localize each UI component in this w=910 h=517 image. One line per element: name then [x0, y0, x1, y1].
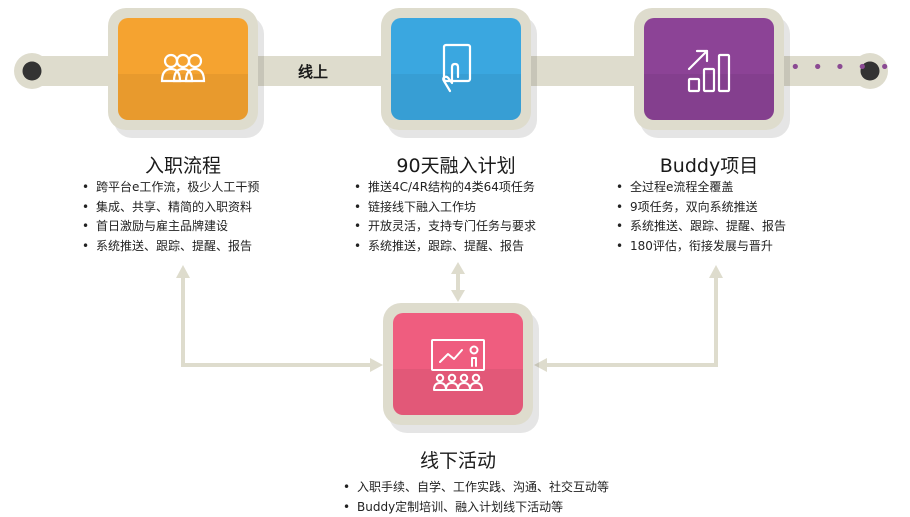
buddy-tile	[644, 18, 774, 120]
arrow-down-offline	[451, 290, 465, 302]
list-item: 系统推送，跟踪、提醒、报告	[352, 237, 536, 257]
offline-bullets: 入职手续、自学、工作实践、沟通、社交互动等 Buddy定制培训、融入计划线下活动…	[341, 478, 609, 517]
list-item: 推送4C/4R结构的4类64项任务	[352, 178, 536, 198]
integration-bullets: 推送4C/4R结构的4类64项任务 链接线下融入工作坊 开放灵活，支持专门任务与…	[352, 178, 536, 256]
track-start-dot	[23, 62, 42, 81]
list-item: Buddy定制培训、融入计划线下活动等	[341, 498, 609, 517]
online-track-label: 线上	[298, 61, 328, 82]
onboarding-tile	[118, 18, 248, 120]
offline-node	[383, 303, 533, 425]
onboarding-title: 入职流程	[108, 151, 258, 178]
onboarding-node	[108, 8, 258, 130]
list-item: 系统推送、跟踪、提醒、报告	[80, 237, 259, 257]
list-item: 9项任务，双向系统推送	[614, 198, 786, 218]
classroom-icon	[428, 334, 488, 394]
connector-onboarding-offline	[183, 276, 372, 365]
arrow-up-integration	[451, 262, 465, 274]
arrow-right-offline	[370, 358, 383, 372]
connector-buddy-offline	[545, 276, 716, 365]
integration-tile	[391, 18, 521, 120]
list-item: 全过程e流程全覆盖	[614, 178, 786, 198]
continuation-dots: • • • • •	[790, 57, 893, 78]
buddy-title: Buddy项目	[634, 151, 784, 178]
arrow-up-buddy	[709, 265, 723, 278]
list-item: 入职手续、自学、工作实践、沟通、社交互动等	[341, 478, 609, 498]
growth-chart-icon	[679, 39, 739, 99]
integration-node	[381, 8, 531, 130]
list-item: 链接线下融入工作坊	[352, 198, 536, 218]
integration-title: 90天融入计划	[381, 151, 531, 178]
arrow-up-onboarding	[176, 265, 190, 278]
buddy-bullets: 全过程e流程全覆盖 9项任务，双向系统推送 系统推送、跟踪、提醒、报告 180评…	[614, 178, 786, 256]
buddy-node	[634, 8, 784, 130]
list-item: 跨平台e工作流，极少人工干预	[80, 178, 259, 198]
list-item: 开放灵活，支持专门任务与要求	[352, 217, 536, 237]
list-item: 180评估，衔接发展与晋升	[614, 237, 786, 257]
arrow-left-offline	[534, 358, 547, 372]
list-item: 首日激励与雇主品牌建设	[80, 217, 259, 237]
tablet-touch-icon	[426, 39, 486, 99]
offline-title: 线下活动	[383, 446, 533, 473]
list-item: 集成、共享、精简的入职资料	[80, 198, 259, 218]
list-item: 系统推送、跟踪、提醒、报告	[614, 217, 786, 237]
offline-tile	[393, 313, 523, 415]
onboarding-bullets: 跨平台e工作流，极少人工干预 集成、共享、精简的入职资料 首日激励与雇主品牌建设…	[80, 178, 259, 256]
team-icon	[153, 39, 213, 99]
